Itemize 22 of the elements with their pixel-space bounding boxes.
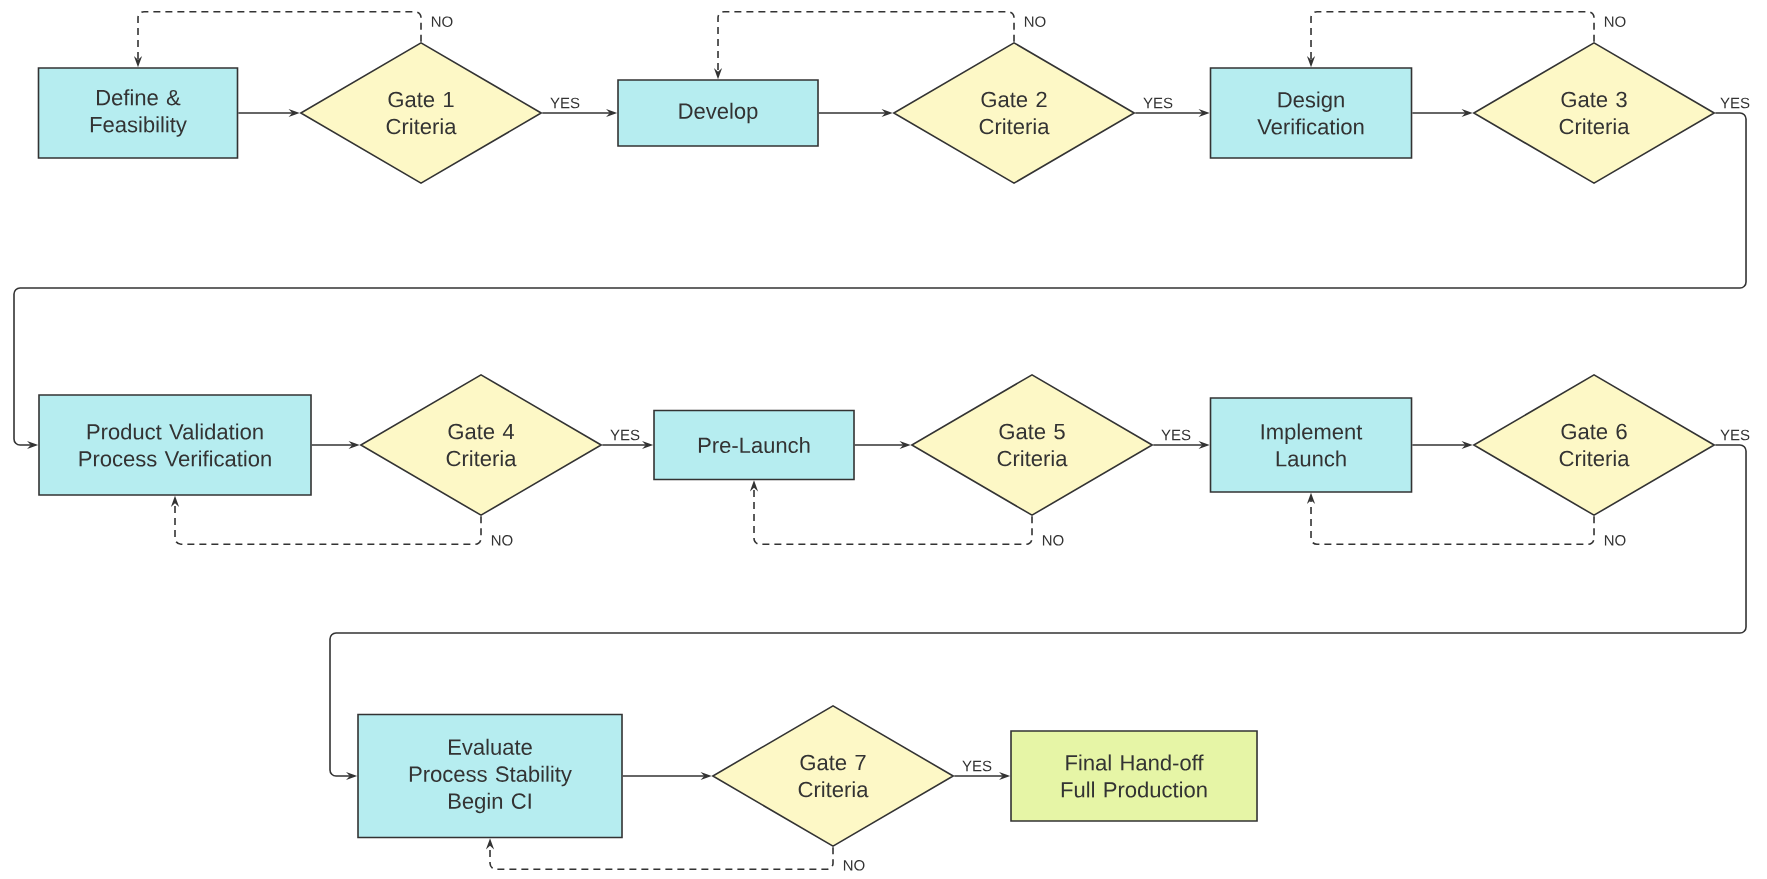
edge-label: YES [1718,96,1752,110]
process-box: Evaluate Process Stability Begin CI [357,713,623,839]
edge-label: YES [1718,428,1752,442]
edge-label: NO [429,14,455,29]
edge-label: YES [548,96,582,110]
process-box: Product Validation Process Verification [38,394,312,496]
edge-label: YES [1159,428,1193,442]
process-box: Design Verification [1209,67,1413,159]
end-box: Final Hand-off Full Production [1010,730,1258,822]
process-box: Define & Feasibility [37,67,239,159]
process-box: Implement Launch [1209,397,1413,493]
edge-label: NO [1022,14,1048,29]
process-box: Develop [617,79,819,147]
edge-label: YES [1141,96,1175,110]
edge-label: NO [841,858,867,873]
edge-label: NO [1040,533,1066,548]
edge-label: YES [960,759,994,773]
edge-label: NO [489,533,515,548]
edge-label: YES [608,428,642,442]
edge-label: NO [1602,14,1628,29]
process-box: Pre-Launch [653,409,855,481]
edge-label: NO [1602,533,1628,548]
